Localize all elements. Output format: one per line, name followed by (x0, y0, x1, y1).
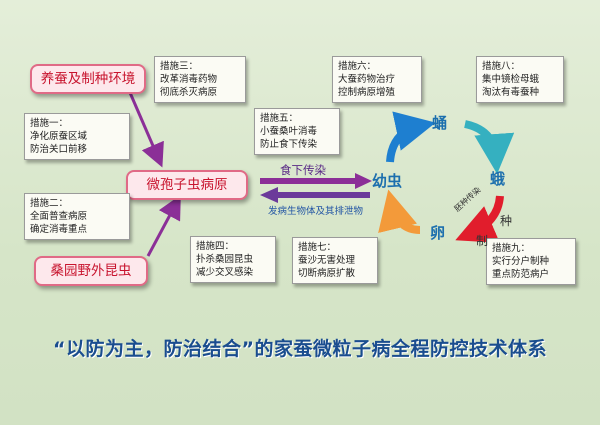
note-measure-3: 措施三： 改革消毒药物 彻底杀灭病原 (154, 56, 246, 103)
measure-5-line-1: 小蚕桑叶消毒 (260, 126, 318, 137)
label-diseased-organism-excreta: 发病生物体及其排泄物 (268, 206, 364, 217)
stage-egg: 卵 (430, 224, 446, 242)
measure-9-heading: 措施九： (492, 243, 531, 254)
measure-4-line-2: 减少交叉感染 (196, 267, 254, 278)
stage-moth: 蛾 (490, 170, 506, 188)
measure-5-heading: 措施五： (260, 113, 299, 124)
measure-2-line-1: 全面普查病原 (30, 211, 88, 222)
arrow-env-to-pathogen (126, 87, 164, 168)
note-measure-7: 措施七： 蚕沙无害处理 切断病原扩散 (292, 237, 378, 284)
measure-8-line-1: 集中镜检母蛾 (482, 74, 540, 85)
label-zhong: 种 (500, 214, 513, 228)
arrow-larva-to-pupa (386, 111, 436, 163)
node-microsporidia-pathogen: 微孢子虫病原 (126, 170, 248, 200)
note-measure-6: 措施六： 大蚕药物治疗 控制病原增殖 (332, 56, 422, 103)
note-measure-2: 措施二： 全面普查病原 确定消毒重点 (24, 193, 130, 240)
stage-larva: 幼虫 (372, 172, 403, 190)
note-measure-1: 措施一： 净化原蚕区域 防治关口前移 (24, 113, 130, 160)
measure-2-line-2: 确定消毒重点 (30, 224, 88, 235)
measure-2-heading: 措施二： (30, 198, 69, 209)
label-zhi: 制 (476, 234, 489, 248)
measure-8-heading: 措施八： (482, 61, 521, 72)
arrow-larva-to-pathogen (260, 187, 370, 203)
note-measure-5: 措施五： 小蚕桑叶消毒 防止食下传染 (254, 108, 340, 155)
measure-3-line-2: 彻底杀灭病原 (160, 87, 218, 98)
note-measure-9: 措施九： 实行分户制种 重点防范病户 (486, 238, 576, 285)
note-measure-8: 措施八： 集中镜检母蛾 淘汰有毒蚕种 (476, 56, 564, 103)
arrow-egg-to-larva (378, 189, 421, 234)
measure-8-line-2: 淘汰有毒蚕种 (482, 87, 540, 98)
arrow-pathogen-to-larva (260, 173, 372, 189)
measure-6-line-1: 大蚕药物治疗 (338, 74, 396, 85)
node-mulberry-field-insects: 桑园野外昆虫 (34, 256, 148, 286)
page-title: “以防为主，防治结合”的家蚕微粒子病全程防控技术体系 (53, 338, 547, 360)
measure-4-heading: 措施四： (196, 241, 235, 252)
measure-1-line-2: 防治关口前移 (30, 144, 88, 155)
measure-1-heading: 措施一： (30, 118, 69, 129)
measure-1-line-1: 净化原蚕区域 (30, 131, 88, 142)
measure-7-heading: 措施七： (298, 242, 337, 253)
measure-6-line-2: 控制病原增殖 (338, 87, 396, 98)
arrow-pupa-to-moth (464, 120, 515, 174)
measure-7-line-1: 蚕沙无害处理 (298, 255, 356, 266)
arrow-insect-to-pathogen (146, 194, 181, 257)
arrow-moth-to-egg (455, 195, 504, 243)
note-measure-4: 措施四： 扑杀桑园昆虫 减少交叉感染 (190, 236, 276, 283)
node-rearing-environment: 养蚕及制种环境 (30, 64, 146, 94)
measure-3-line-1: 改革消毒药物 (160, 74, 218, 85)
stage-pupa: 蛹 (432, 114, 448, 132)
measure-7-line-2: 切断病原扩散 (298, 268, 356, 279)
measure-5-line-2: 防止食下传染 (260, 139, 318, 150)
measure-4-line-1: 扑杀桑园昆虫 (196, 254, 254, 265)
measure-9-line-1: 实行分户制种 (492, 256, 550, 267)
measure-6-heading: 措施六： (338, 61, 377, 72)
measure-3-heading: 措施三： (160, 61, 199, 72)
label-ingestion-infection: 食下传染 (280, 163, 326, 177)
measure-9-line-2: 重点防范病户 (492, 269, 550, 280)
